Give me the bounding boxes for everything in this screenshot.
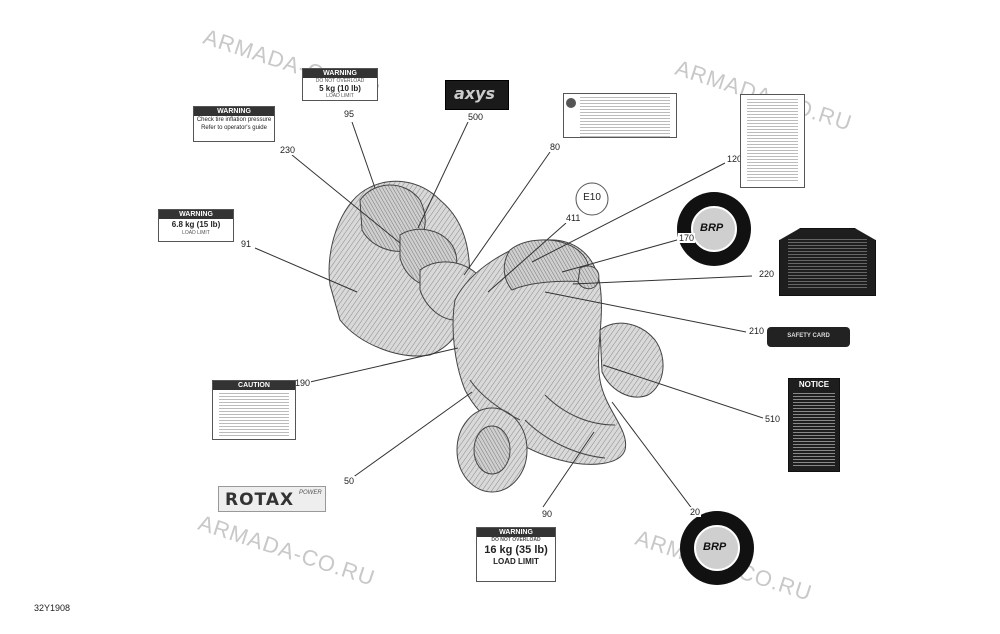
decal-rotax-50: ROTAX POWER	[218, 486, 326, 512]
decal-warning-90: WARNING DO NOT OVERLOAD 16 kg (35 lb) LO…	[476, 527, 556, 582]
leader-lines	[254, 121, 764, 511]
figure-code: 32Y1908	[34, 603, 71, 613]
callout-190: 190	[294, 378, 312, 388]
decal-heading: WARNING	[477, 528, 555, 537]
decal-text: LOAD LIMIT	[326, 93, 354, 99]
callout-80: 80	[549, 142, 562, 152]
callout-230: 230	[279, 145, 297, 155]
decal-heading: WARNING	[159, 210, 233, 219]
decal-text: 6.8 kg (15 lb)	[171, 220, 221, 229]
e10-circle-icon	[575, 182, 609, 216]
decal-heading: CAUTION	[213, 381, 295, 390]
brp-logo-icon	[677, 192, 751, 266]
decal-text: 5 kg (10 lb)	[319, 84, 361, 93]
brp-logo-icon	[680, 511, 754, 585]
safety-card-text: SAFETY CARD	[787, 333, 830, 339]
decal-text: LOAD LIMIT	[182, 230, 210, 236]
callout-210: 210	[748, 326, 766, 336]
rotax-suffix-text: POWER	[299, 490, 322, 496]
decal-heading: WARNING	[303, 69, 377, 78]
decal-info-220	[779, 228, 876, 296]
decal-heading: WARNING	[194, 107, 274, 116]
callout-20: 20	[689, 507, 702, 517]
decal-warning-95: WARNING DO NOT OVERLOAD 5 kg (10 lb) LOA…	[302, 68, 378, 101]
brp-logo-text: BRP	[700, 222, 724, 234]
decal-text: DO NOT OVERLOAD	[315, 78, 365, 84]
callout-91: 91	[240, 239, 253, 249]
callout-500: 500	[467, 112, 485, 122]
callout-120: 120	[726, 154, 744, 164]
brp-logo-text: BRP	[703, 541, 727, 553]
callout-411: 411	[565, 213, 582, 223]
callout-90: 90	[541, 509, 554, 519]
decal-caution-190: CAUTION	[212, 380, 296, 440]
decal-info-120	[740, 94, 805, 188]
axys-logo-text: axys	[454, 84, 496, 103]
decal-heading: NOTICE	[798, 380, 830, 389]
decal-text: DO NOT OVERLOAD	[491, 537, 541, 543]
callout-95: 95	[343, 109, 356, 119]
callout-220: 220	[758, 269, 776, 279]
decal-text: Refer to operator's guide	[201, 125, 267, 131]
callout-510: 510	[764, 414, 782, 424]
decal-safety-card-210: SAFETY CARD	[767, 327, 850, 347]
decal-text: Check tire inflation pressure	[196, 117, 272, 123]
decal-notice-510: NOTICE	[788, 378, 840, 472]
decal-warning-91: WARNING 6.8 kg (15 lb) LOAD LIMIT	[158, 209, 234, 242]
decal-text: LOAD LIMIT	[493, 557, 539, 566]
e10-label: E10	[583, 192, 601, 203]
vehicle-illustration	[328, 180, 664, 493]
callout-170: 170	[678, 233, 696, 243]
decal-info-80	[563, 93, 677, 138]
callout-50: 50	[343, 476, 356, 486]
decal-text: 16 kg (35 lb)	[484, 544, 548, 556]
rotax-logo-text: ROTAX	[225, 490, 295, 510]
decal-axys-500: axys	[445, 80, 509, 110]
decal-warning-230: WARNING Check tire inflation pressure Re…	[193, 106, 275, 142]
